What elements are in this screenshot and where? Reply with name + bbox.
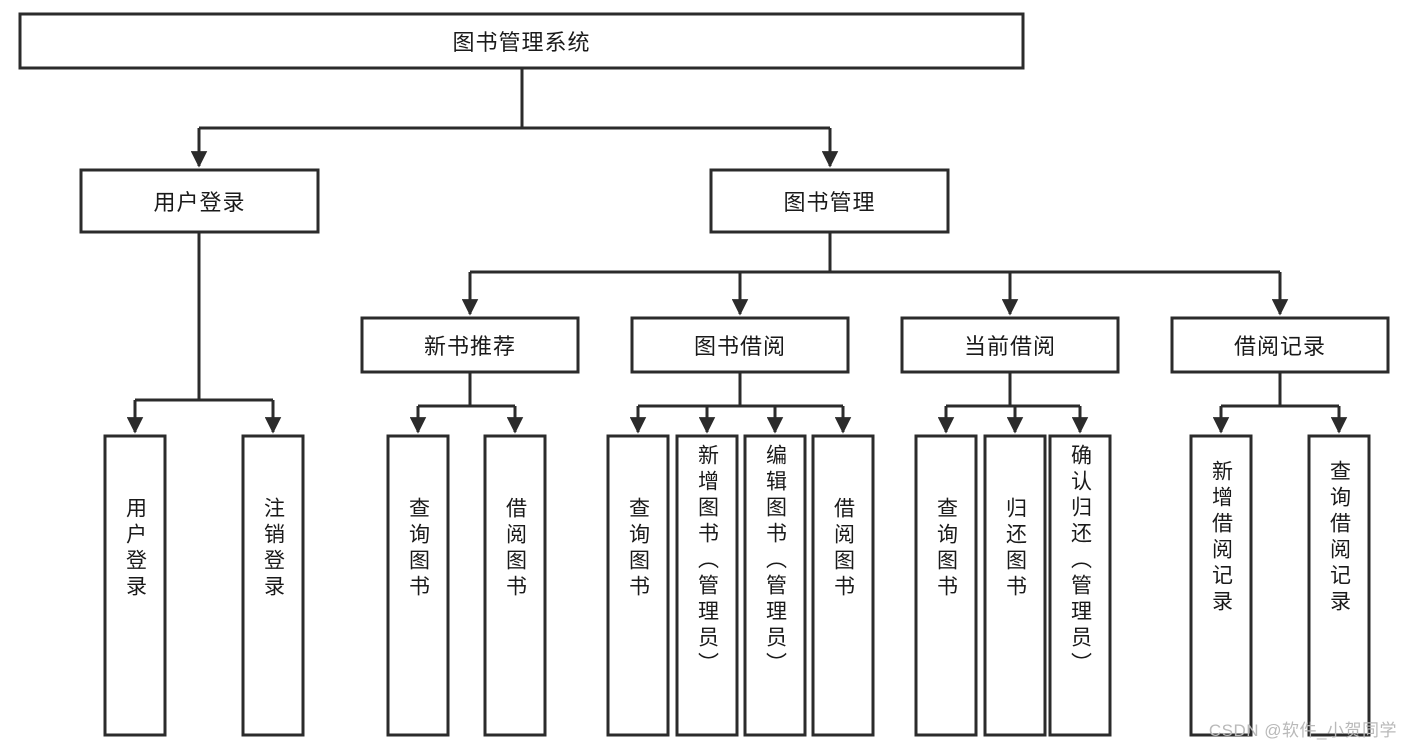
leaf-box-current-borrow-1[interactable]: [983, 434, 1047, 737]
leaf-box-current-borrow-2[interactable]: [1048, 434, 1112, 737]
node-book-borrow-box[interactable]: [630, 316, 850, 374]
node-book-manage-box[interactable]: [709, 168, 950, 234]
node-current-borrow-box[interactable]: [900, 316, 1120, 374]
leaf-box-new-book-1[interactable]: [483, 434, 547, 737]
leaf-box-borrow-record-1[interactable]: [1307, 434, 1371, 737]
watermark-text: CSDN @软件_小贺同学: [1208, 721, 1397, 740]
node-root-box[interactable]: [18, 12, 1025, 70]
leaf-box-user-login-1[interactable]: [241, 434, 305, 737]
node-user-login-box[interactable]: [79, 168, 320, 234]
node-borrow-record-box[interactable]: [1170, 316, 1390, 374]
leaf-box-book-borrow-3[interactable]: [811, 434, 875, 737]
node-new-book-recommend-box[interactable]: [360, 316, 580, 374]
leaf-box-book-borrow-1[interactable]: [675, 434, 739, 737]
leaf-box-book-borrow-0[interactable]: [606, 434, 670, 737]
leaf-box-current-borrow-0[interactable]: [914, 434, 978, 737]
leaf-box-borrow-record-0[interactable]: [1189, 434, 1253, 737]
leaf-box-new-book-0[interactable]: [386, 434, 450, 737]
leaf-box-user-login-0[interactable]: [103, 434, 167, 737]
leaf-box-book-borrow-2[interactable]: [743, 434, 807, 737]
